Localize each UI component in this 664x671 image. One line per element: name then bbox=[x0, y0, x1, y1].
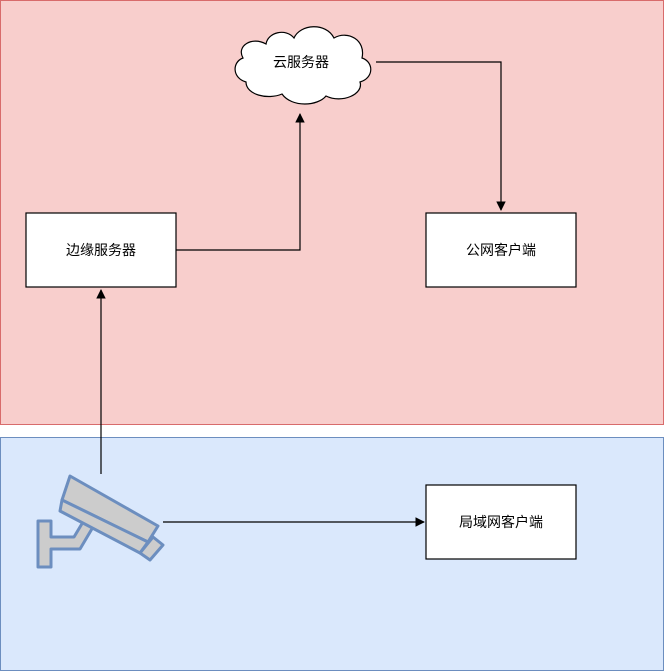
edge-server-node[interactable]: 边缘服务器 bbox=[25, 212, 177, 288]
public-client-box bbox=[425, 212, 577, 288]
cloud-icon bbox=[234, 26, 372, 105]
edges bbox=[96, 61, 506, 527]
edge-server-label: 边缘服务器 bbox=[66, 243, 136, 259]
lan-client-node[interactable]: 局域网客户端 bbox=[425, 484, 577, 560]
public-client-node[interactable]: 公网客户端 bbox=[425, 212, 577, 288]
public-client-label: 公网客户端 bbox=[466, 242, 536, 259]
cloud-server-label: 云服务器 bbox=[273, 55, 329, 71]
lan-client-label: 局域网客户端 bbox=[459, 514, 543, 531]
edge-server-box bbox=[25, 212, 177, 288]
edge-edge-server-to-cloud-server bbox=[176, 113, 305, 251]
lan-client-box bbox=[425, 484, 577, 560]
cloud-server-node[interactable]: 云服务器 bbox=[234, 26, 372, 105]
edge-cloud-server-to-public-client bbox=[376, 61, 506, 211]
camera-node[interactable] bbox=[36, 474, 165, 569]
security-camera-icon bbox=[36, 474, 165, 569]
